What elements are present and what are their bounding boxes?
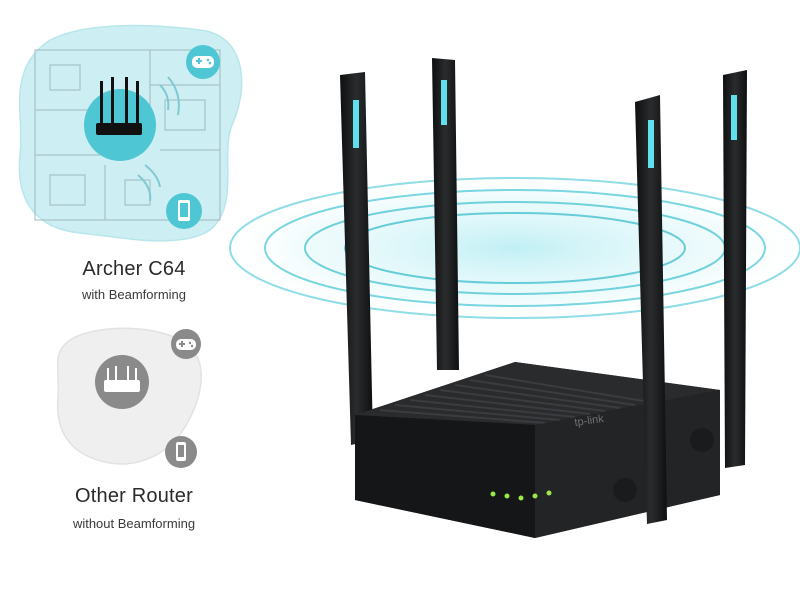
gamepad-icon-grey: [171, 329, 201, 359]
antenna-back-left: [340, 72, 373, 445]
other-router-title: Other Router: [74, 485, 193, 507]
router-product-image: tp-link: [220, 58, 800, 538]
antenna-back-center: [432, 58, 459, 370]
beamforming-illustration: [18, 24, 243, 242]
beam-arcs: [137, 76, 180, 202]
router-icon: [95, 355, 149, 409]
floor-plan: [34, 49, 221, 221]
status-leds: [490, 490, 552, 501]
wifi-signal-rings: [220, 174, 800, 322]
smartphone-icon: [166, 193, 202, 229]
router-mini-icon: [96, 77, 142, 135]
antenna-front-left: [613, 95, 667, 524]
archer-subtitle: with Beamforming: [81, 287, 187, 302]
antenna-front-right: [690, 70, 747, 468]
brand-logo: tp-link: [574, 413, 605, 429]
gamepad-icon: [186, 45, 220, 79]
other-router-illustration: [56, 327, 202, 468]
archer-title: Archer C64: [82, 258, 186, 280]
other-router-subtitle: without Beamforming: [72, 516, 196, 531]
smartphone-icon-grey: [165, 436, 197, 468]
